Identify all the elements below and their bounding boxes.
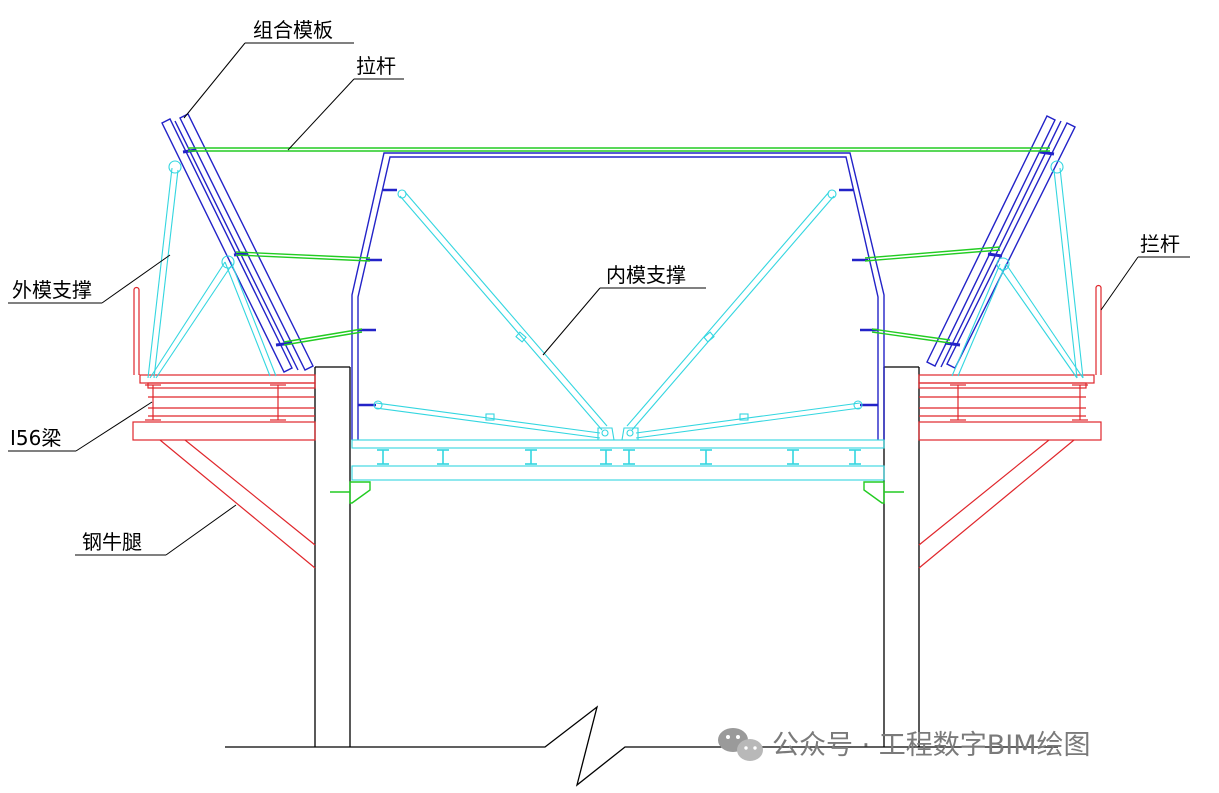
left-steel-bracket [132,286,316,569]
label-railing: 拦杆 [1140,232,1180,256]
label-outer-form-support: 外模支撑 [12,278,92,302]
inner-formwork [351,152,885,440]
platform-jacks [330,481,904,504]
concrete-structure [225,366,1058,787]
outer-form-support-left [147,160,277,379]
inner-platform [351,439,885,481]
watermark-text: 公众号 · 工程数字BIM绘图 [772,730,1091,761]
label-inner-form-support: 内模支撑 [606,263,686,287]
wechat-icon [718,728,763,761]
label-combined-formwork: 组合模板 [253,18,333,42]
label-i56-beam: I56梁 [10,426,61,450]
right-steel-bracket [918,284,1102,569]
tie-rods [188,147,1050,346]
label-steel-bracket: 钢牛腿 [82,530,142,554]
outer-form-support-right [951,160,1084,379]
leader-lines [8,42,1190,556]
label-tie-rod: 拉杆 [356,54,396,78]
left-outer-formwork [161,113,314,373]
watermark: 公众号 · 工程数字BIM绘图 [718,728,1091,761]
right-outer-formwork [926,115,1076,369]
inner-form-support [373,189,863,441]
